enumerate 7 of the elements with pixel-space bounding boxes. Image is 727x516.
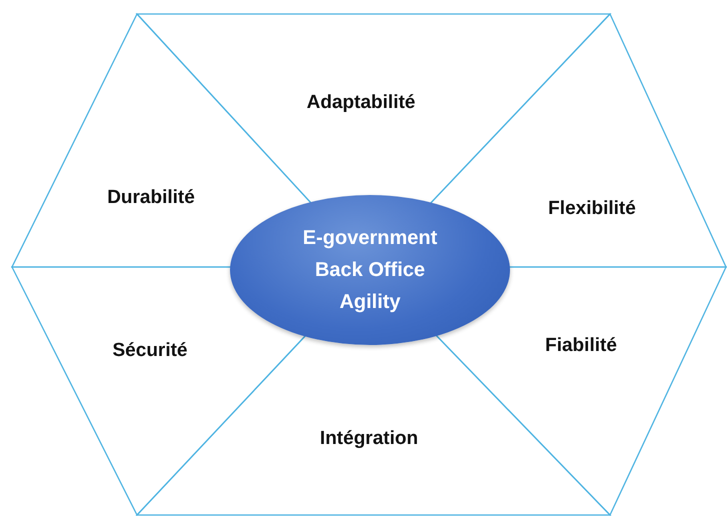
segment-label: Durabilité [107,187,195,209]
center-label: E-government Back Office Agility [302,226,438,315]
segment-label: Flexibilité [548,198,636,220]
segment-label: Intégration [320,428,418,450]
segment-label: Adaptabilité [306,92,416,114]
segment-label: Fiabilité [545,335,617,357]
segment-label: Sécurité [112,340,188,362]
